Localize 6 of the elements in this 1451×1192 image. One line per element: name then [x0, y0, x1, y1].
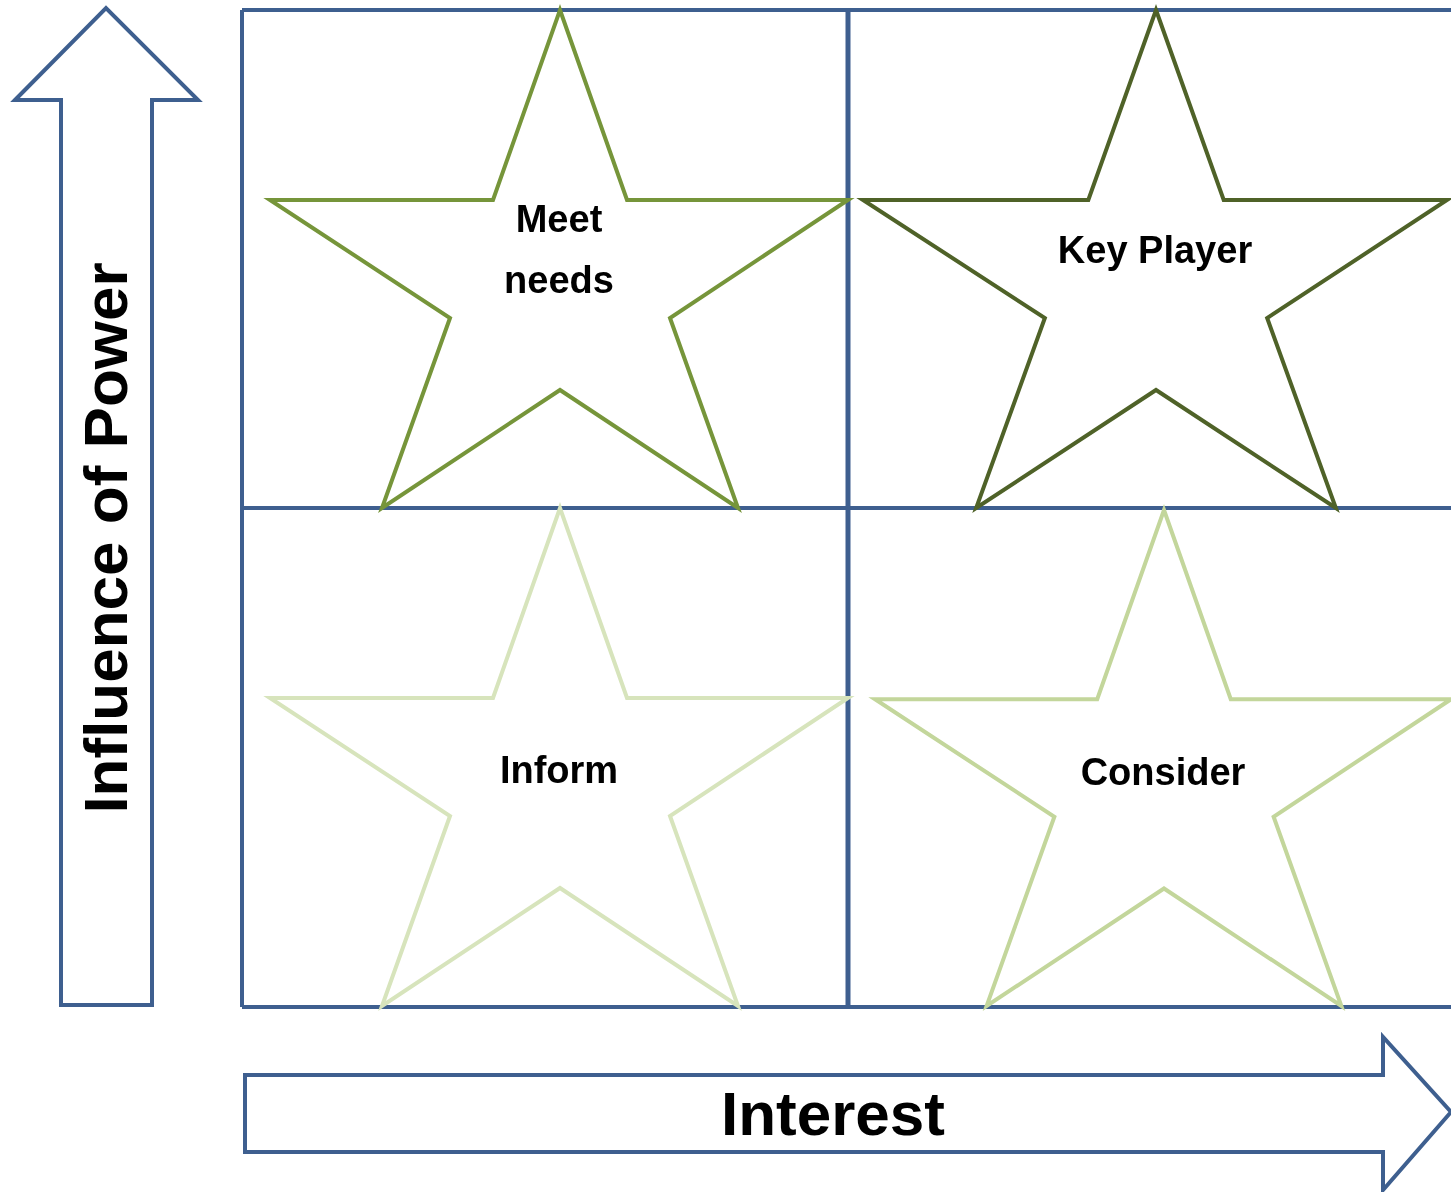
quadrant-label: Consider: [1079, 749, 1247, 795]
axis-label: Interest: [721, 1083, 945, 1145]
quadrant-label: Inform: [498, 747, 620, 793]
quadrant-label: Key Player: [1056, 227, 1254, 273]
axis-label: Influence of Power: [75, 262, 137, 814]
quadrant-label: Meet needs: [503, 197, 615, 303]
